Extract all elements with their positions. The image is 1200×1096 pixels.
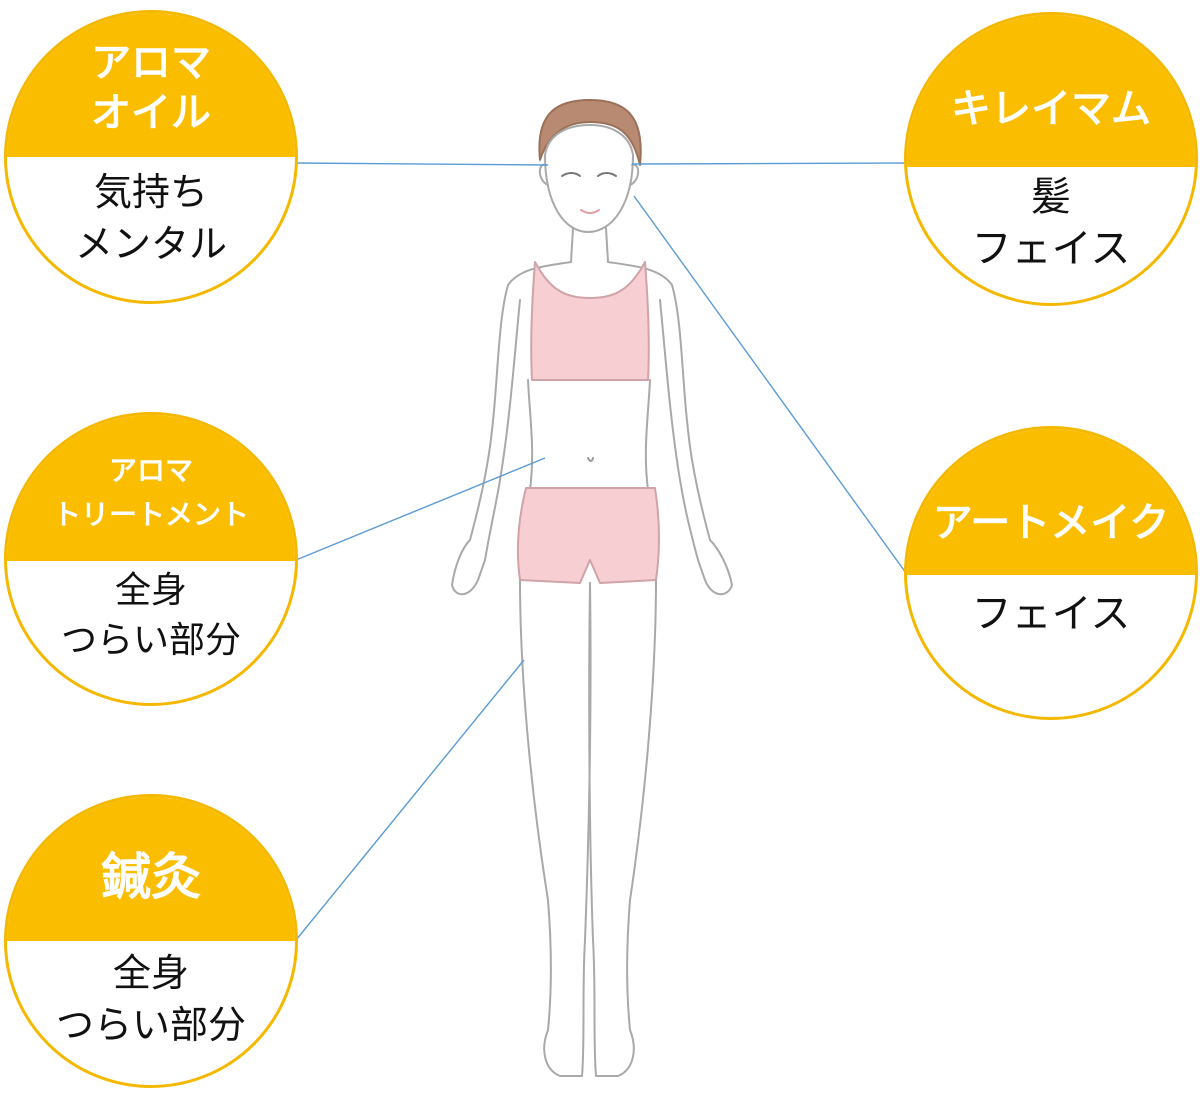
right-eye [597,172,617,177]
neck [570,227,609,263]
badge-aroma-oil-title-line-2: オイル [91,90,211,136]
badge-kireimamu-title-line-1: キレイマム [951,86,1151,132]
badge-kireimamu: キレイマム 髪 フェイス [904,12,1198,306]
badge-aroma-treatment-title-line-1: アロマ [108,454,193,487]
connector-aroma-oil [295,162,549,166]
badge-art-make-body-line-1: フェイス [971,591,1131,637]
badge-aroma-oil-title-line-1: アロマ [91,40,211,86]
left-inner-arm [484,299,521,561]
badge-aroma-treatment-body-line-2: つらい部分 [60,620,241,661]
badge-aroma-oil: アロマ オイル 気持ち メンタル [4,10,298,304]
sports-top [530,261,650,381]
left-leg [519,579,592,1077]
right-ear [629,163,640,186]
badge-kireimamu-title: キレイマム [907,15,1195,167]
badge-acupuncture: 鍼灸 全身 つらい部分 [4,794,298,1088]
right-arm [607,261,733,596]
left-eye [561,172,581,177]
torso-right [644,379,651,491]
badge-aroma-treatment-body: 全身 つらい部分 [7,555,295,703]
badge-acupuncture-body-line-2: つらい部分 [55,1003,246,1047]
badge-acupuncture-body: 全身 つらい部分 [7,935,295,1085]
right-leg [588,579,657,1077]
connector-kireimamu [631,162,907,165]
connector-acupuncture [295,659,525,941]
left-arm [451,261,572,596]
badge-aroma-treatment: アロマ トリートメント 全身 つらい部分 [4,412,298,706]
badge-art-make-title-line-1: アートメイク [932,500,1170,546]
badge-acupuncture-body-line-1: 全身 [112,951,189,995]
hair-shape [538,99,642,166]
badge-aroma-treatment-title: アロマ トリートメント [7,415,295,561]
right-inner-arm [659,299,699,561]
badge-kireimamu-body-line-1: 髪 [1031,174,1071,220]
badge-kireimamu-body: 髪 フェイス [907,161,1195,303]
badge-aroma-oil-body-line-1: 気持ち [93,170,208,214]
shorts [517,487,660,584]
badge-acupuncture-title-line-1: 鍼灸 [101,848,201,906]
badge-aroma-treatment-title-line-2: トリートメント [52,498,249,531]
mouth [580,209,600,214]
badge-aroma-oil-body-line-2: メンタル [74,222,227,266]
badge-kireimamu-body-line-2: フェイス [971,226,1131,272]
badge-aroma-treatment-body-line-1: 全身 [114,570,187,611]
navel [587,457,594,462]
badge-art-make-title: アートメイク [907,429,1195,575]
badge-art-make: アートメイク フェイス [904,426,1198,720]
torso-left [527,379,534,491]
badge-aroma-oil-title: アロマ オイル [7,13,295,157]
badge-acupuncture-title: 鍼灸 [7,797,295,941]
face-outline [544,124,634,233]
connector-aroma-treatment [295,457,546,561]
badge-aroma-oil-body: 気持ち メンタル [7,155,295,301]
connector-art-make [633,195,907,574]
badge-art-make-body: フェイス [907,569,1195,717]
